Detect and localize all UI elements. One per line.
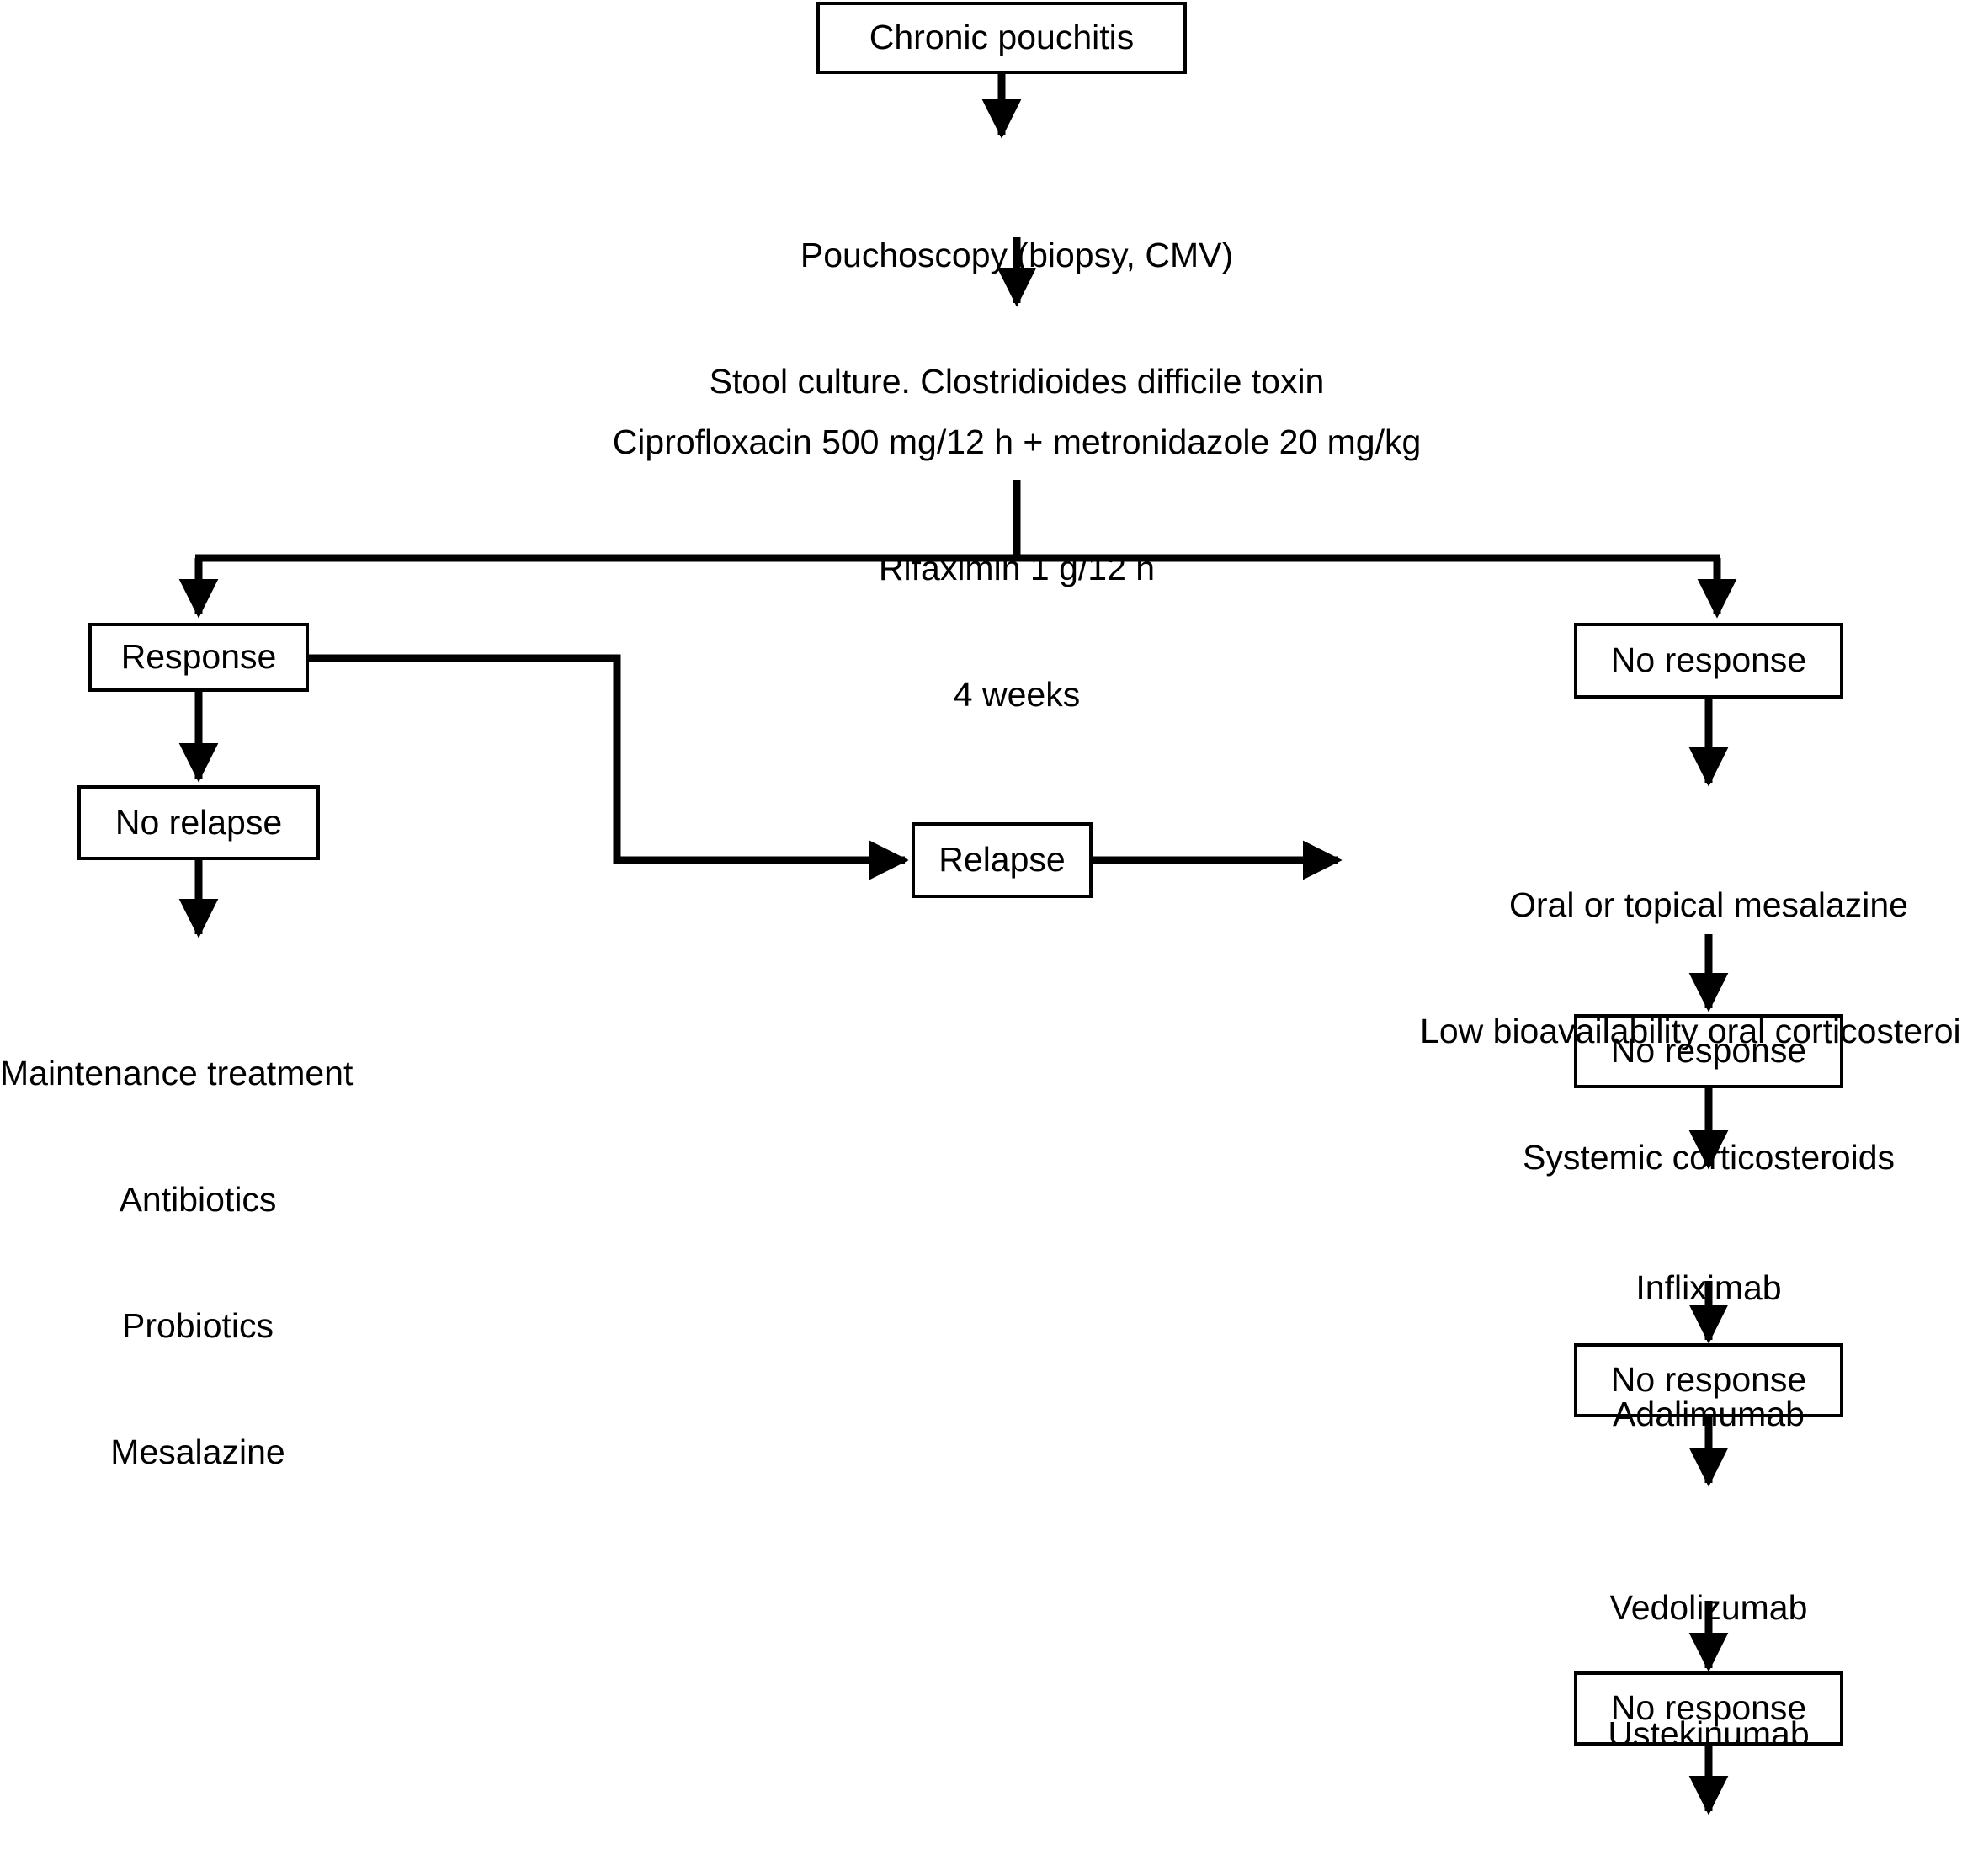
node-workup-line-1: Pouchoscopy (biopsy, CMV) [800,236,1234,275]
node-no-response-2[interactable]: No response [1574,1014,1843,1088]
node-workup-line-2: Stool culture. Clostridioides difficile … [709,362,1325,401]
node-no-relapse[interactable]: No relapse [77,785,320,860]
node-maintenance-treatment: Maintenance treatment Antibiotics Probio… [0,968,396,1557]
node-workup: Pouchoscopy (biopsy, CMV) Stool culture.… [512,150,1522,486]
node-steroid-therapy: Oral or topical mesalazine Low bioavaila… [1343,800,1962,1262]
node-steroid-therapy-line-1: Oral or topical mesalazine [1509,885,1908,925]
node-chronic-pouchitis-label: Chronic pouchitis [869,18,1135,57]
node-no-response-4-label: No response [1610,1688,1807,1728]
node-response-label: Response [120,637,277,677]
node-relapse[interactable]: Relapse [912,822,1093,898]
node-antibiotic-regimen-line-3: 4 weeks [953,675,1081,715]
node-second-line-biologics: Vedolizumab Ustekinumab [1456,1502,1961,1839]
node-second-line-biologics-line-2: Ustekinumab [1608,1714,1810,1754]
node-maintenance-line-4: Mesalazine [110,1432,285,1472]
node-no-response-1[interactable]: No response [1574,623,1843,699]
node-maintenance-line-1: Maintenance treatment [0,1054,354,1093]
node-anti-tnf-therapy: Infliximab Adalimumab [1456,1182,1961,1519]
node-no-response-4[interactable]: No response [1574,1671,1843,1746]
node-response[interactable]: Response [88,623,309,692]
node-anti-tnf-line-2: Adalimumab [1613,1395,1805,1434]
node-no-response-3[interactable]: No response [1574,1343,1843,1417]
node-antibiotic-regimen-line-1: Ciprofloxacin 500 mg/12 h + metronidazol… [612,422,1422,462]
node-no-response-1-label: No response [1610,640,1807,680]
node-chronic-pouchitis[interactable]: Chronic pouchitis [816,2,1187,74]
node-maintenance-line-2: Antibiotics [119,1180,277,1220]
node-relapse-label: Relapse [938,840,1066,880]
node-antibiotic-regimen-line-2: Rifaximin 1 g/12 h [878,549,1156,588]
node-maintenance-line-3: Probiotics [121,1306,274,1346]
node-steroid-therapy-line-2: Low bioavailability oral corticosteroids [1420,1012,1962,1051]
node-steroid-therapy-line-3: Systemic corticosteroids [1522,1138,1895,1177]
node-second-line-biologics-line-1: Vedolizumab [1609,1588,1808,1628]
node-anti-tnf-line-1: Infliximab [1635,1268,1782,1308]
node-no-relapse-label: No relapse [114,802,283,842]
node-pouch-excision: Pouch excision [1456,1828,1961,1876]
node-no-response-3-label: No response [1610,1360,1807,1400]
node-no-response-2-label: No response [1610,1031,1807,1071]
node-antibiotic-regimen: Ciprofloxacin 500 mg/12 h + metronidazol… [428,337,1606,800]
